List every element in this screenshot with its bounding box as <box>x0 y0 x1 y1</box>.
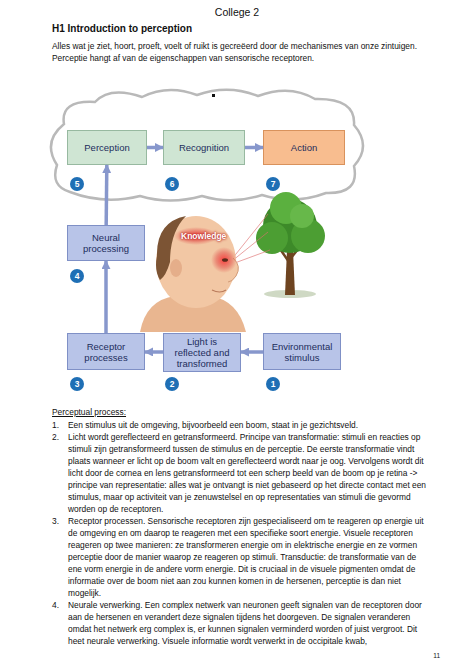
thought-cloud <box>51 90 363 201</box>
body-text: Neurale verwerking. Een complex netwerk … <box>68 599 430 647</box>
stage-box: Recognition <box>163 130 245 165</box>
body-text: 3. <box>52 515 66 527</box>
callout-number: 3 <box>70 377 84 391</box>
list-heading: Perceptual process: <box>52 406 126 418</box>
page-title: College 2 <box>0 6 474 18</box>
flow-arrow <box>145 350 163 354</box>
callout-number: 1 <box>266 377 280 391</box>
illustration-label: Knowledge <box>181 231 241 241</box>
callout-number: 2 <box>165 377 179 391</box>
callout-number: 6 <box>165 177 179 191</box>
body-text: 4. <box>52 599 66 611</box>
flow-arrow <box>104 261 108 333</box>
section-heading: H1 Introduction to perception <box>52 23 432 34</box>
dot-mark <box>212 94 215 97</box>
box-label: Receptor processes <box>72 341 140 363</box>
callout-number: 7 <box>266 177 280 191</box>
callout-number: 4 <box>70 269 84 283</box>
body-text: Licht wordt gereflecteerd en getransform… <box>68 431 430 515</box>
process-box: Receptor processes <box>67 333 145 370</box>
process-box: Light is reflected and transformed <box>163 333 241 372</box>
callout-number: 5 <box>70 177 84 191</box>
flow-arrow <box>241 350 263 354</box>
box-label: Light is reflected and transformed <box>168 336 236 369</box>
body-text: Een stimulus uit de omgeving, bijvoorbee… <box>68 419 430 431</box>
page-number: 11 <box>420 652 440 659</box>
box-label: Recognition <box>179 142 229 153</box>
head-illustration <box>140 216 246 332</box>
body-text: Alles wat je ziet, hoort, proeft, voelt … <box>52 40 430 64</box>
body-text: 2. <box>52 431 66 443</box>
box-label: Environmental stimulus <box>268 341 336 363</box>
box-label: Perception <box>84 142 129 153</box>
box-label: Action <box>291 142 317 153</box>
flow-arrow <box>245 146 263 150</box>
process-box: Neural processing <box>67 225 145 261</box>
box-label: Neural processing <box>72 232 140 254</box>
flow-arrow <box>104 165 108 225</box>
flow-arrow <box>147 146 163 150</box>
light-rays <box>232 214 270 264</box>
process-box: Environmental stimulus <box>263 333 341 370</box>
body-text: 1. <box>52 419 66 431</box>
stage-box: Perception <box>67 130 147 165</box>
body-text: Receptor processen. Sensorische receptor… <box>68 515 430 599</box>
tree <box>256 192 325 298</box>
action-box: Action <box>263 130 345 165</box>
